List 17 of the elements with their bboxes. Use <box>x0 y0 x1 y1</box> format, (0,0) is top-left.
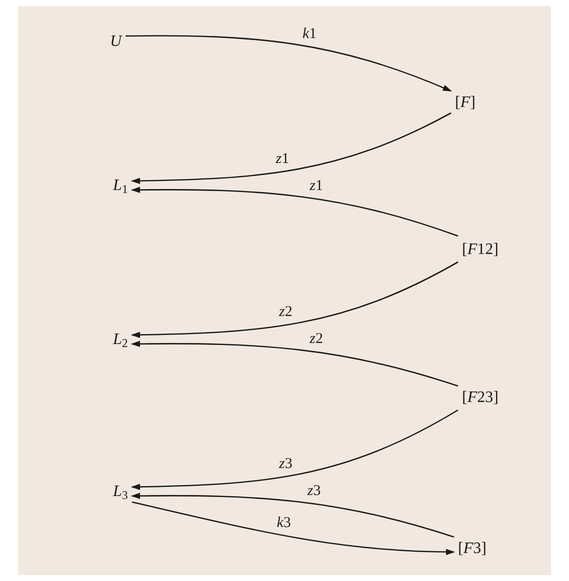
arrow <box>126 35 452 92</box>
arrow <box>131 112 452 184</box>
state-label: L$_{3}$ <box>113 484 128 500</box>
edge-label: k3 <box>274 516 293 530</box>
state-label: [F] <box>455 95 476 111</box>
arrow <box>131 261 458 338</box>
state-label: U <box>110 34 122 50</box>
state-label: [F3] <box>458 541 486 557</box>
state-label: [F12] <box>462 242 498 258</box>
arrow <box>131 409 458 490</box>
arrow <box>131 492 454 538</box>
arrow <box>131 186 458 237</box>
arrow <box>132 501 455 556</box>
state-label: L$_{2}$ <box>113 332 128 348</box>
state-label: L$_{1}$ <box>113 178 128 194</box>
arrow <box>131 340 458 387</box>
state-label: [F23] <box>462 390 498 406</box>
